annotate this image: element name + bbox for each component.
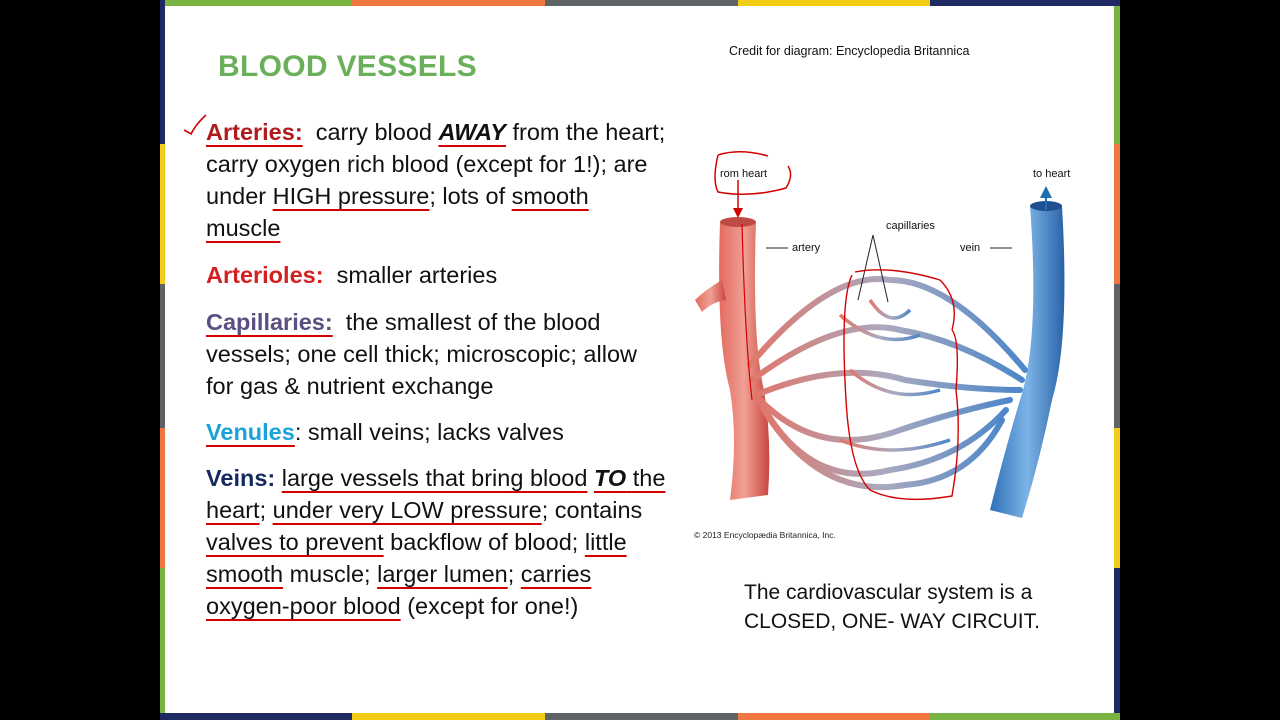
border-left-gray	[160, 284, 165, 428]
label-artery: artery	[792, 242, 821, 254]
border-left-yellow	[160, 144, 165, 284]
border-right-yellow	[1114, 428, 1120, 568]
label-vein: vein	[960, 242, 981, 254]
diagram-credit: Credit for diagram: Encyclopedia Britann…	[729, 44, 970, 58]
text: ; contains	[541, 497, 643, 523]
highlight-larger-lumen: larger lumen	[377, 561, 508, 587]
definition-arteries: Arteries: carry blood AWAY from the hear…	[206, 116, 666, 244]
text: smaller arteries	[323, 262, 498, 288]
definition-venules: Venules: small veins; lacks valves	[206, 416, 666, 448]
highlight-little-smooth: little smooth	[206, 529, 627, 587]
text: (except for one!)	[400, 593, 579, 619]
term-venules: Venules	[206, 419, 295, 445]
border-top-gray	[545, 0, 738, 6]
term-arterioles: Arterioles:	[206, 262, 324, 288]
border-left-green	[160, 568, 165, 713]
emphasis-to: TO	[593, 465, 627, 491]
border-right-green	[1114, 6, 1120, 144]
border-top-navy	[930, 0, 1120, 6]
summary-text: The cardiovascular system is a CLOSED, O…	[744, 578, 1040, 636]
highlight-smooth-muscle: smooth muscle	[206, 183, 589, 241]
border-bottom-yellow	[352, 713, 545, 720]
label-capillaries: capillaries	[886, 220, 935, 232]
highlight-the-heart: the heart	[206, 465, 666, 523]
slide: BLOOD VESSELS Credit for diagram: Encycl…	[160, 0, 1120, 720]
highlight-oxygen-poor: carries oxygen-poor blood	[206, 561, 592, 619]
checkmark-annotation-icon	[183, 114, 207, 136]
definition-capillaries: Capillaries: the smallest of the blood v…	[206, 306, 666, 402]
border-right-orange	[1114, 144, 1120, 284]
text: from the heart; carry oxygen rich blood …	[206, 119, 666, 209]
text: : small veins; lacks valves	[294, 419, 564, 445]
vessel-illustration	[695, 151, 1065, 518]
term-veins: Veins:	[206, 465, 276, 491]
text: ;	[507, 561, 521, 587]
text: carry blood	[302, 119, 439, 145]
border-left-orange	[160, 428, 165, 568]
diagram-copyright: © 2013 Encyclopædia Britannica, Inc.	[694, 530, 836, 540]
border-right-gray	[1114, 284, 1120, 428]
term-arteries: Arteries:	[206, 119, 303, 145]
label-to-heart: to heart	[1033, 168, 1071, 180]
border-right-navy	[1114, 568, 1120, 713]
highlight-large-vessels: large vessels that bring blood	[281, 465, 588, 491]
text: the smallest of the blood vessels; one c…	[206, 309, 644, 399]
border-top-green	[160, 0, 352, 6]
border-bottom-orange	[738, 713, 930, 720]
term-capillaries: Capillaries:	[206, 309, 333, 335]
border-top-yellow	[738, 0, 930, 6]
text: ; lots of	[429, 183, 512, 209]
definition-veins: Veins: large vessels that bring blood TO…	[206, 462, 666, 622]
border-bottom-gray	[545, 713, 738, 720]
summary-line-2: CLOSED, ONE- WAY CIRCUIT.	[744, 610, 1040, 633]
border-bottom-green	[930, 713, 1120, 720]
slide-title: BLOOD VESSELS	[218, 50, 477, 83]
border-bottom-navy	[160, 713, 352, 720]
highlight-low-pressure: under very LOW pressure	[272, 497, 542, 523]
border-left-navy	[160, 0, 165, 144]
highlight-high-pressure: HIGH pressure	[272, 183, 430, 209]
text: ;	[259, 497, 273, 523]
summary-line-1: The cardiovascular system is a	[744, 581, 1033, 604]
emphasis-away: AWAY	[438, 119, 506, 145]
blood-vessel-diagram: rom heart to heart artery vein capillari…	[690, 140, 1110, 550]
border-top-orange	[352, 0, 545, 6]
text: backflow of blood;	[383, 529, 585, 555]
label-from-heart: rom heart	[720, 168, 768, 180]
definition-arterioles: Arterioles: smaller arteries	[206, 259, 666, 291]
text: muscle;	[283, 561, 378, 587]
highlight-valves: valves to prevent	[206, 529, 384, 555]
